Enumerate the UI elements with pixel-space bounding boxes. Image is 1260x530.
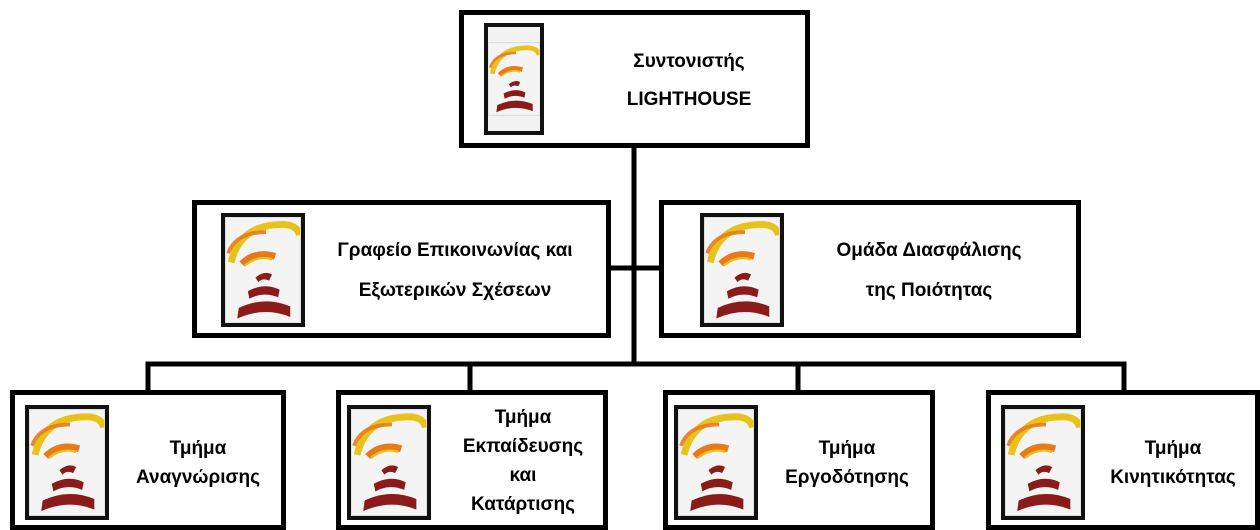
department-employment-node: Τμήμα Εργοδότησης — [663, 390, 935, 530]
department-line: Κινητικότητας — [1110, 467, 1236, 488]
lighthouse-logo-icon — [700, 213, 784, 327]
department-employment-label: Τμήμα Εργοδότησης — [760, 423, 934, 503]
communications-office-line1: Γραφείο Επικοινωνίας και — [337, 240, 573, 261]
communications-office-label: Γραφείο Επικοινωνίας και Εξωτερικών Σχέσ… — [295, 223, 615, 319]
department-line: Εργοδότησης — [785, 467, 909, 488]
department-line: και — [509, 465, 537, 486]
department-line: Εκπαίδευσης — [462, 436, 584, 457]
coordinator-label: Συντονιστής LIGHTHOUSE — [574, 33, 804, 129]
lighthouse-logo-icon — [347, 405, 431, 520]
department-line: Τμήμα — [169, 438, 227, 459]
department-line: Τμήμα — [818, 438, 876, 459]
department-education-node: Τμήμα Εκπαίδευσης και Κατάρτισης — [336, 390, 608, 530]
department-recognition-label: Τμήμα Αναγνώρισης — [111, 423, 285, 503]
department-line: Κατάρτισης — [470, 494, 576, 515]
lighthouse-logo-icon — [674, 405, 758, 520]
department-education-label: Τμήμα Εκπαίδευσης και Κατάρτισης — [437, 401, 609, 521]
department-line: Τμήμα — [494, 407, 552, 428]
department-line: Τμήμα — [1144, 438, 1202, 459]
quality-assurance-node: Ομάδα Διασφάλισης της Ποιότητας — [659, 200, 1081, 338]
communications-office-line2: Εξωτερικών Σχέσεων — [358, 280, 552, 301]
lighthouse-logo-icon — [221, 213, 305, 327]
coordinator-title: Συντονιστής — [633, 51, 745, 72]
department-mobility-label: Τμήμα Κινητικότητας — [1087, 423, 1259, 503]
coordinator-name: LIGHTHOUSE — [626, 89, 752, 110]
coordinator-node: Συντονιστής LIGHTHOUSE — [459, 10, 810, 148]
department-recognition-node: Τμήμα Αναγνώρισης — [10, 390, 286, 530]
lighthouse-logo-icon — [484, 23, 544, 135]
lighthouse-logo-icon — [25, 405, 109, 520]
lighthouse-logo-icon — [1001, 405, 1085, 520]
department-line: Αναγνώρισης — [136, 467, 260, 488]
quality-assurance-line2: της Ποιότητας — [865, 280, 993, 301]
communications-office-node: Γραφείο Επικοινωνίας και Εξωτερικών Σχέσ… — [192, 200, 611, 338]
quality-assurance-line1: Ομάδα Διασφάλισης — [836, 240, 1022, 261]
quality-assurance-label: Ομάδα Διασφάλισης της Ποιότητας — [784, 223, 1074, 319]
department-mobility-node: Τμήμα Κινητικότητας — [986, 390, 1260, 530]
